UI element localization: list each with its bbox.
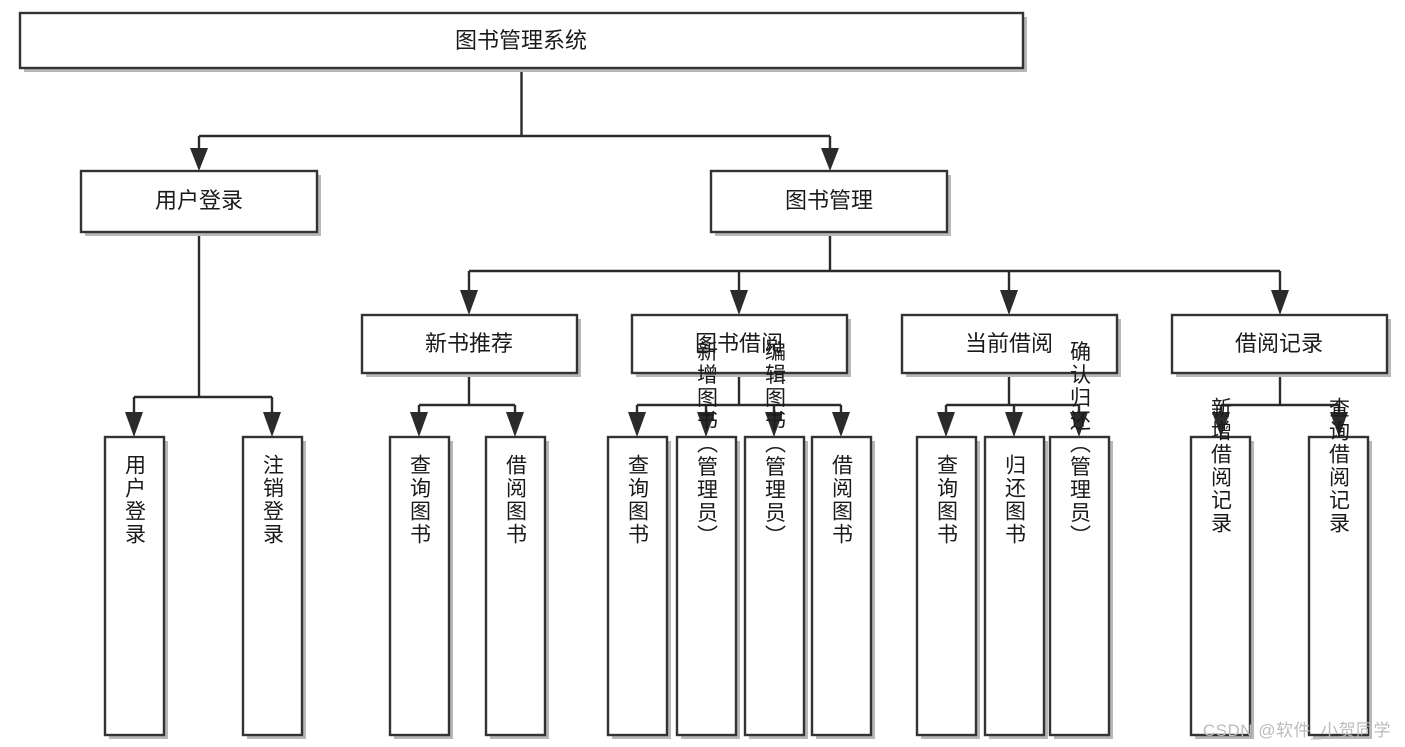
leaf-node-user-login[interactable]: 用户登录 xyxy=(103,435,168,739)
edges-book-manage-to-level3 xyxy=(460,232,1289,315)
edges-borrow-record-to-leaves xyxy=(1212,373,1348,437)
leaf-node-user-login-label: 用户登录 xyxy=(123,454,147,546)
leaf-node-borrow-book-2[interactable]: 借阅图书 xyxy=(810,435,875,739)
edges-current-borrow-to-leaves xyxy=(937,373,1088,437)
leaf-node-add-book-label: 新增图书（管理员） xyxy=(695,341,719,548)
node-new-book-rec-label: 新书推荐 xyxy=(425,331,513,356)
leaf-node-query-record[interactable]: 查询借阅记录 xyxy=(1307,397,1372,739)
leaf-node-query-book-1[interactable]: 查询图书 xyxy=(388,435,453,739)
arrow-leaf-borrow-book-2 xyxy=(832,412,850,437)
node-user-login[interactable]: 用户登录 xyxy=(79,169,321,236)
leaf-node-confirm-return[interactable]: 确认归还（管理员） xyxy=(1048,341,1113,740)
leaf-node-return-book-label: 归还图书 xyxy=(1003,454,1027,546)
node-user-login-label: 用户登录 xyxy=(155,188,243,213)
leaf-node-query-book-2[interactable]: 查询图书 xyxy=(606,435,671,739)
leaf-node-edit-book-label: 编辑图书（管理员） xyxy=(763,341,787,548)
node-root[interactable]: 图书管理系统 xyxy=(18,11,1027,72)
leaf-node-query-book-3[interactable]: 查询图书 xyxy=(915,435,980,739)
leaf-node-return-book[interactable]: 归还图书 xyxy=(983,435,1048,739)
arrow-leaf-user-login xyxy=(125,412,143,437)
leaf-node-query-book-3-label: 查询图书 xyxy=(935,454,959,546)
arrow-to-book-borrow xyxy=(730,290,748,315)
edges-root-to-level2 xyxy=(190,68,839,171)
leaf-node-query-record-label: 查询借阅记录 xyxy=(1327,397,1351,535)
edges-user-login-to-leaves xyxy=(125,232,281,437)
node-book-borrow-label: 图书借阅 xyxy=(695,331,783,356)
arrow-leaf-edit-book xyxy=(765,412,783,437)
leaf-node-borrow-book-1[interactable]: 借阅图书 xyxy=(484,435,549,739)
leaf-node-add-record-label: 新增借阅记录 xyxy=(1209,397,1233,535)
arrow-leaf-query-book-1 xyxy=(410,412,428,437)
leaf-node-add-book[interactable]: 新增图书（管理员） xyxy=(675,341,740,740)
node-book-manage[interactable]: 图书管理 xyxy=(709,169,951,236)
node-current-borrow-label: 当前借阅 xyxy=(965,331,1053,356)
leaf-node-confirm-return-label: 确认归还（管理员） xyxy=(1068,341,1092,548)
arrow-to-user-login xyxy=(190,148,208,171)
arrow-leaf-logout xyxy=(263,412,281,437)
arrow-leaf-add-record xyxy=(1212,412,1230,437)
arrow-leaf-query-record xyxy=(1330,412,1348,437)
arrow-to-new-book-rec xyxy=(460,290,478,315)
arrow-to-borrow-record xyxy=(1271,290,1289,315)
edges-new-book-rec-to-leaves xyxy=(410,373,524,437)
arrow-to-book-manage xyxy=(821,148,839,171)
leaf-node-borrow-book-1-label: 借阅图书 xyxy=(504,454,528,546)
arrow-leaf-query-book-2 xyxy=(628,412,646,437)
edges-book-borrow-to-leaves xyxy=(628,373,850,437)
arrow-leaf-return-book xyxy=(1005,412,1023,437)
arrow-leaf-borrow-book-1 xyxy=(506,412,524,437)
node-borrow-record-label: 借阅记录 xyxy=(1235,331,1323,356)
node-book-manage-label: 图书管理 xyxy=(785,188,873,213)
arrow-leaf-confirm-return xyxy=(1070,412,1088,437)
arrow-leaf-add-book xyxy=(697,412,715,437)
node-current-borrow[interactable]: 当前借阅 xyxy=(900,313,1121,377)
leaf-node-add-record[interactable]: 新增借阅记录 xyxy=(1189,397,1254,739)
arrow-to-current-borrow xyxy=(1000,290,1018,315)
leaf-node-query-book-1-label: 查询图书 xyxy=(408,454,432,546)
leaf-node-logout[interactable]: 注销登录 xyxy=(241,435,306,739)
leaf-node-edit-book[interactable]: 编辑图书（管理员） xyxy=(743,341,808,740)
node-borrow-record[interactable]: 借阅记录 xyxy=(1170,313,1391,377)
node-book-borrow[interactable]: 图书借阅 xyxy=(630,313,851,377)
node-root-label: 图书管理系统 xyxy=(455,28,587,53)
leaf-node-borrow-book-2-label: 借阅图书 xyxy=(830,454,854,546)
leaf-node-query-book-2-label: 查询图书 xyxy=(626,454,650,546)
leaf-node-logout-label: 注销登录 xyxy=(261,454,285,546)
arrow-leaf-query-book-3 xyxy=(937,412,955,437)
node-new-book-rec[interactable]: 新书推荐 xyxy=(360,313,581,377)
